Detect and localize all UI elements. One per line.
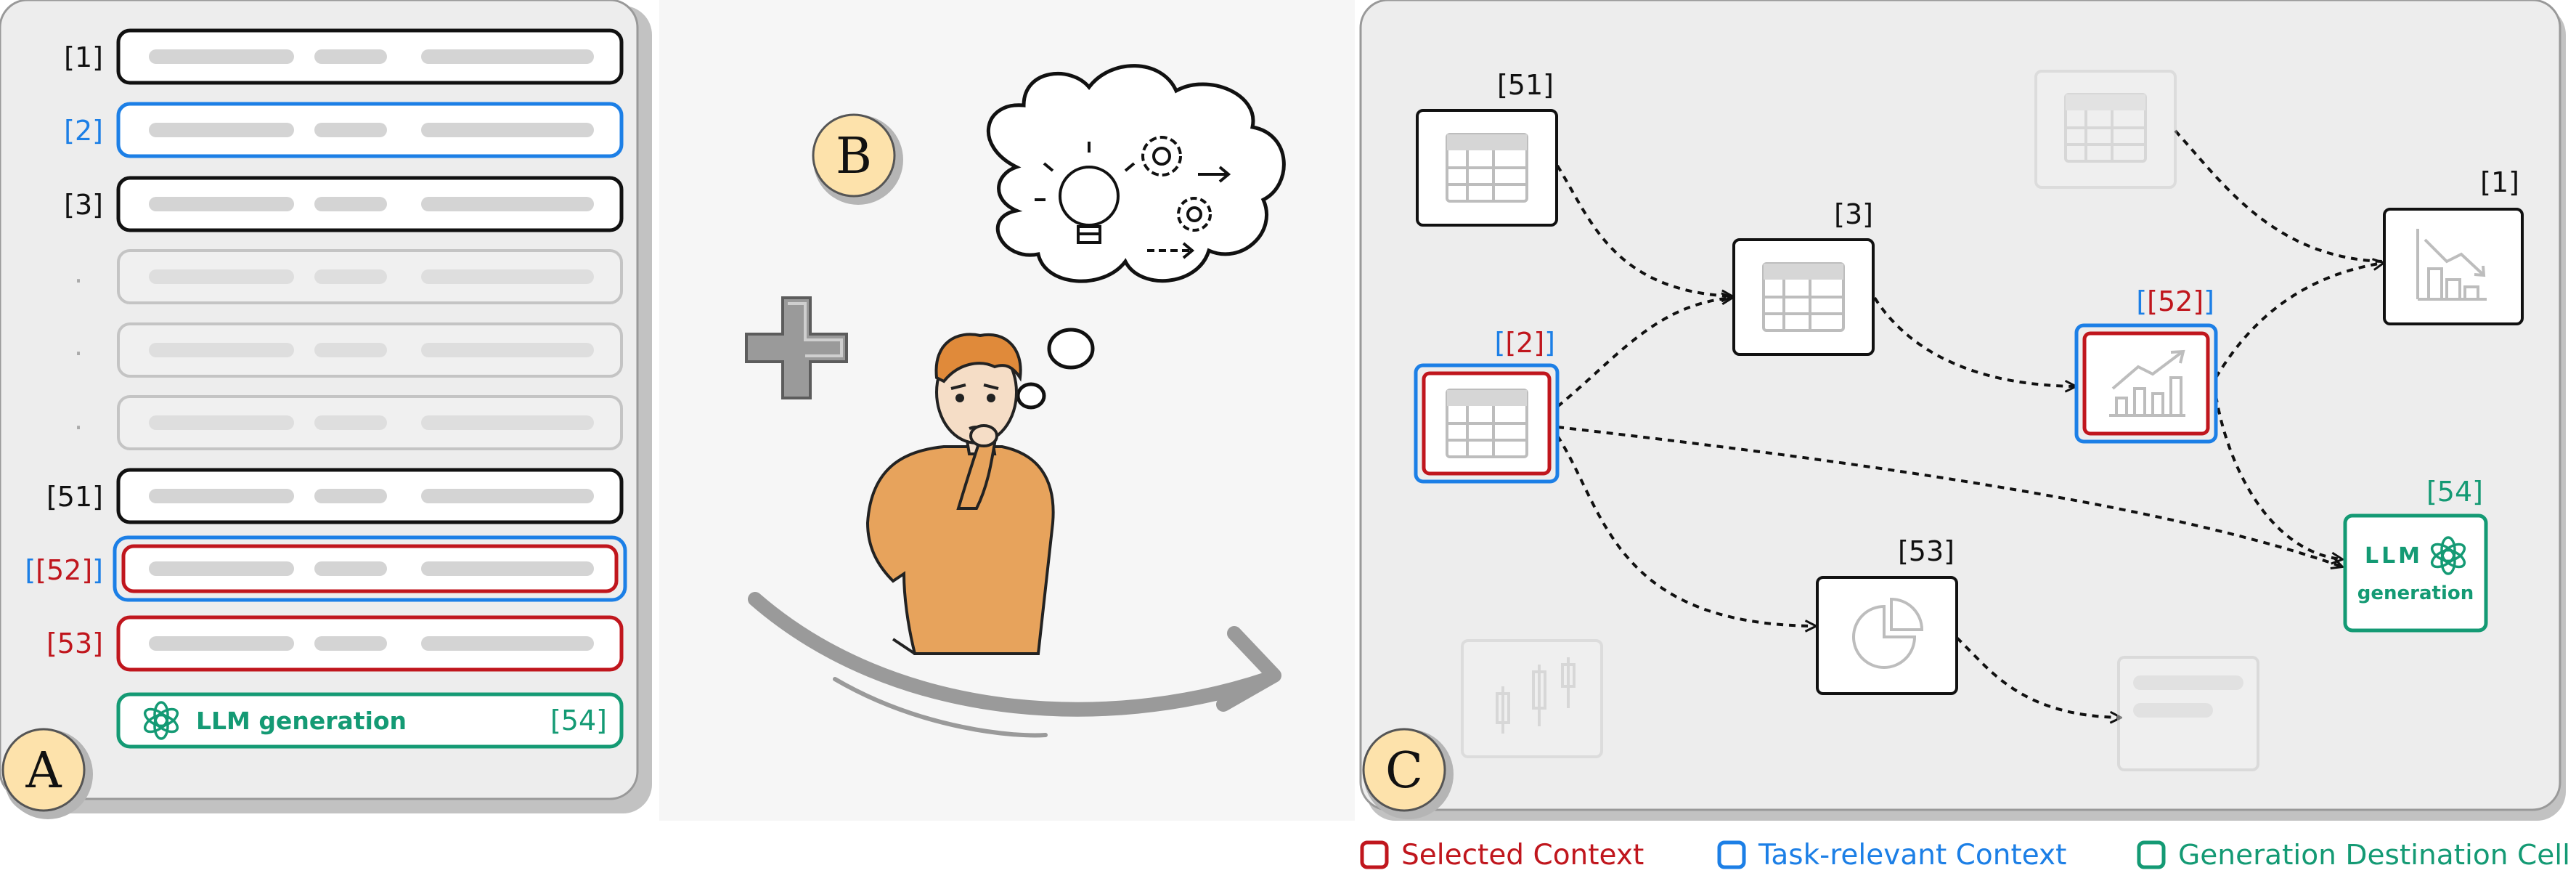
panel-b: B <box>659 0 1355 821</box>
legend-generation: Generation Destination Cell <box>2137 839 2570 871</box>
cell-label: [2] <box>64 115 103 147</box>
panel-c: [51] [3] [[2]] [[52]] <box>1359 0 2566 821</box>
generation-cell-label: [54] <box>550 705 607 736</box>
notebook-cell[interactable]: [3] <box>64 176 624 232</box>
line-chart-icon <box>2109 349 2185 417</box>
thought-cloud-icon <box>986 64 1286 410</box>
node-chart-53[interactable]: [53] <box>1816 535 1958 695</box>
node-label: [51] <box>1497 69 1554 101</box>
node-table-3[interactable]: [3] <box>1732 198 1875 356</box>
notebook-cell[interactable]: [51] <box>46 468 624 524</box>
openai-logo-icon <box>143 701 179 740</box>
cell-label: [3] <box>64 189 103 221</box>
svg-text:A: A <box>25 742 62 800</box>
notebook-cell-faded: · <box>74 322 623 378</box>
cell-label: [[52]] <box>25 554 103 586</box>
pie-chart-icon <box>1852 597 1924 669</box>
svg-text:Task-relevant Context: Task-relevant Context <box>1758 839 2066 872</box>
svg-text:B: B <box>836 128 872 185</box>
node-chart-1[interactable]: [1] <box>2383 166 2524 325</box>
cell-label: [53] <box>46 628 103 659</box>
cell-label: · <box>74 412 83 444</box>
node-table-2[interactable]: [[2]] <box>1414 327 1560 484</box>
node-label: [53] <box>1898 535 1955 567</box>
generation-node-line2: generation <box>2357 582 2474 604</box>
notebook-cell-faded: · <box>74 395 623 450</box>
cell-label: · <box>74 338 83 370</box>
notebook-cell-selected[interactable]: [53] <box>46 615 624 672</box>
node-label: [[2]] <box>1495 327 1555 359</box>
cell-label: [51] <box>46 481 103 513</box>
plus-icon <box>745 296 848 399</box>
panel-marker-b: B <box>812 113 903 205</box>
panel-marker-a: A <box>1 728 93 819</box>
svg-text:Generation Destination Cell: Generation Destination Cell <box>2178 839 2570 871</box>
bar-chart-icon <box>2416 229 2487 301</box>
faded-candlestick-node <box>1461 639 1603 758</box>
lightbulb-gears-icon <box>1035 136 1231 259</box>
cell-label: [1] <box>64 41 103 73</box>
notebook-cell-relevant[interactable]: [2] <box>64 102 624 158</box>
notebook-cell[interactable]: [1] <box>64 28 624 85</box>
generation-cell[interactable]: LLM generation [54] <box>116 692 624 749</box>
dependency-arrows <box>1556 129 2383 718</box>
faded-table-node <box>2034 70 2177 189</box>
generation-cell-text: LLM generation <box>196 707 407 735</box>
legend: Selected Context Task-relevant Context G… <box>1360 839 2570 872</box>
node-label: [1] <box>2480 166 2519 198</box>
svg-text:Selected Context: Selected Context <box>1401 839 1644 872</box>
process-arrow-icon <box>748 592 1281 738</box>
node-label: [3] <box>1834 198 1873 230</box>
thinking-person-icon <box>865 333 1055 655</box>
faded-text-node <box>2117 656 2259 771</box>
openai-logo-icon <box>2430 536 2466 575</box>
legend-relevant: Task-relevant Context <box>1717 839 2066 872</box>
panel-marker-c: C <box>1362 728 1454 819</box>
node-label: [[52]] <box>2136 285 2214 317</box>
notebook-cell-faded: · <box>74 249 623 304</box>
notebook-cell-selected-relevant[interactable]: [[52]] <box>25 535 627 602</box>
panel-a: [1] [2] [3] · · · <box>0 0 652 819</box>
node-generation-54[interactable]: [54] LLM generation <box>2343 476 2488 633</box>
legend-selected: Selected Context <box>1360 839 1644 872</box>
node-label: [54] <box>2426 476 2483 508</box>
node-table-51[interactable]: [51] <box>1416 69 1558 227</box>
node-chart-52[interactable]: [[52]] <box>2074 285 2218 444</box>
svg-text:C: C <box>1385 742 1423 800</box>
cell-label: · <box>74 265 83 297</box>
generation-node-line1: LLM <box>2365 543 2423 569</box>
